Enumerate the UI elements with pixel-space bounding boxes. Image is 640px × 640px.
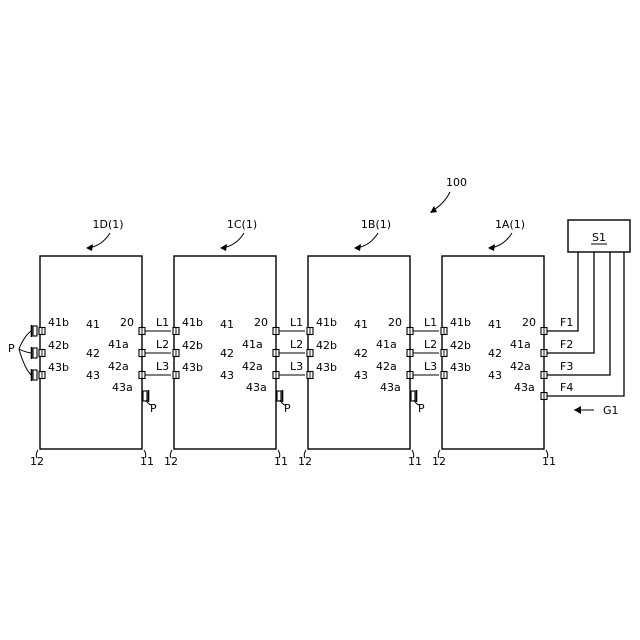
module-3-label-42b: 42b [316,339,337,352]
module-3-title: 1B(1) [361,218,391,231]
module-2-label-42: 42 [220,347,234,360]
module-2-plug-43a-body [277,391,281,401]
direction-arrow-head [574,406,581,414]
controller-label: S1 [592,231,606,244]
link-L3-label-1: L3 [156,360,169,373]
module-1-label-43b: 43b [48,361,69,374]
module-1-plug-43a-body [143,391,147,401]
left-plug-2 [32,347,38,359]
module-4-label-20: 20 [522,316,536,329]
plug-label-3: P [418,402,425,415]
link-L3-label-3: L3 [424,360,437,373]
module-1-label-41b: 41b [48,316,69,329]
left-plug-3-body [33,370,37,380]
module-4-title: 1A(1) [495,218,525,231]
module-1-end-right: 11 [140,455,154,468]
module-2-label-43a: 43a [246,381,267,394]
feed-label-F3: F3 [560,360,573,373]
module-3-label-43: 43 [354,369,368,382]
module-1-label-20: 20 [120,316,134,329]
left-plug-1 [32,325,38,337]
link-L1-label-2: L1 [290,316,303,329]
module-3-label-42a: 42a [376,360,397,373]
module-3-label-43b: 43b [316,361,337,374]
module-4-label-42a: 42a [510,360,531,373]
module-1-title: 1D(1) [92,218,123,231]
link-L2-label-1: L2 [156,338,169,351]
module-4-title-arrow [488,244,495,251]
module-1-label-42b: 42b [48,339,69,352]
module-1-label-43: 43 [86,369,100,382]
module-3-label-41: 41 [354,318,368,331]
module-2-label-41a: 41a [242,338,263,351]
direction-label: G1 [603,404,619,417]
module-3-plug-43a-body [411,391,415,401]
figure-label: 100 [446,176,467,189]
link-L2-label-3: L2 [424,338,437,351]
module-3-label-42: 42 [354,347,368,360]
module-3-end-right: 11 [408,455,422,468]
module-4-end-right: 11 [542,455,556,468]
left-plug-leader-2 [19,349,31,353]
link-L3-label-2: L3 [290,360,303,373]
figure-label-arrow [430,206,437,213]
module-4-label-43a: 43a [514,381,535,394]
module-4-label-42b: 42b [450,339,471,352]
left-plug-label: P [8,342,15,355]
module-3-label-20: 20 [388,316,402,329]
left-plug-1-body [33,326,37,336]
left-plug-3 [32,369,38,381]
module-2-label-42b: 42b [182,339,203,352]
module-2-label-42a: 42a [242,360,263,373]
feed-label-F2: F2 [560,338,573,351]
module-1-label-43a: 43a [112,381,133,394]
module-1-label-42: 42 [86,347,100,360]
module-4-label-41a: 41a [510,338,531,351]
link-L2-label-2: L2 [290,338,303,351]
module-2-end-right: 11 [274,455,288,468]
module-3-label-41b: 41b [316,316,337,329]
module-4-label-43b: 43b [450,361,471,374]
module-4-label-43: 43 [488,369,502,382]
module-2-label-41: 41 [220,318,234,331]
module-2-title-arrow [220,244,227,251]
module-2-title: 1C(1) [227,218,257,231]
feed-label-F1: F1 [560,316,573,329]
module-4-label-41b: 41b [450,316,471,329]
module-2-label-43b: 43b [182,361,203,374]
link-L1-label-1: L1 [156,316,169,329]
module-1-title-arrow [86,244,93,251]
module-2-label-43: 43 [220,369,234,382]
plug-label-1: P [150,402,157,415]
plug-label-2: P [284,402,291,415]
module-4-label-41: 41 [488,318,502,331]
left-plug-leader-1 [19,331,31,349]
module-4-label-42: 42 [488,347,502,360]
module-2-label-41b: 41b [182,316,203,329]
left-plug-2-body [33,348,37,358]
module-3-title-arrow [354,244,361,251]
module-3-label-43a: 43a [380,381,401,394]
module-2-label-20: 20 [254,316,268,329]
module-1-label-42a: 42a [108,360,129,373]
module-3-label-41a: 41a [376,338,397,351]
module-1-label-41a: 41a [108,338,129,351]
feed-label-F4: F4 [560,381,573,394]
link-L1-label-3: L1 [424,316,437,329]
module-1-label-41: 41 [86,318,100,331]
